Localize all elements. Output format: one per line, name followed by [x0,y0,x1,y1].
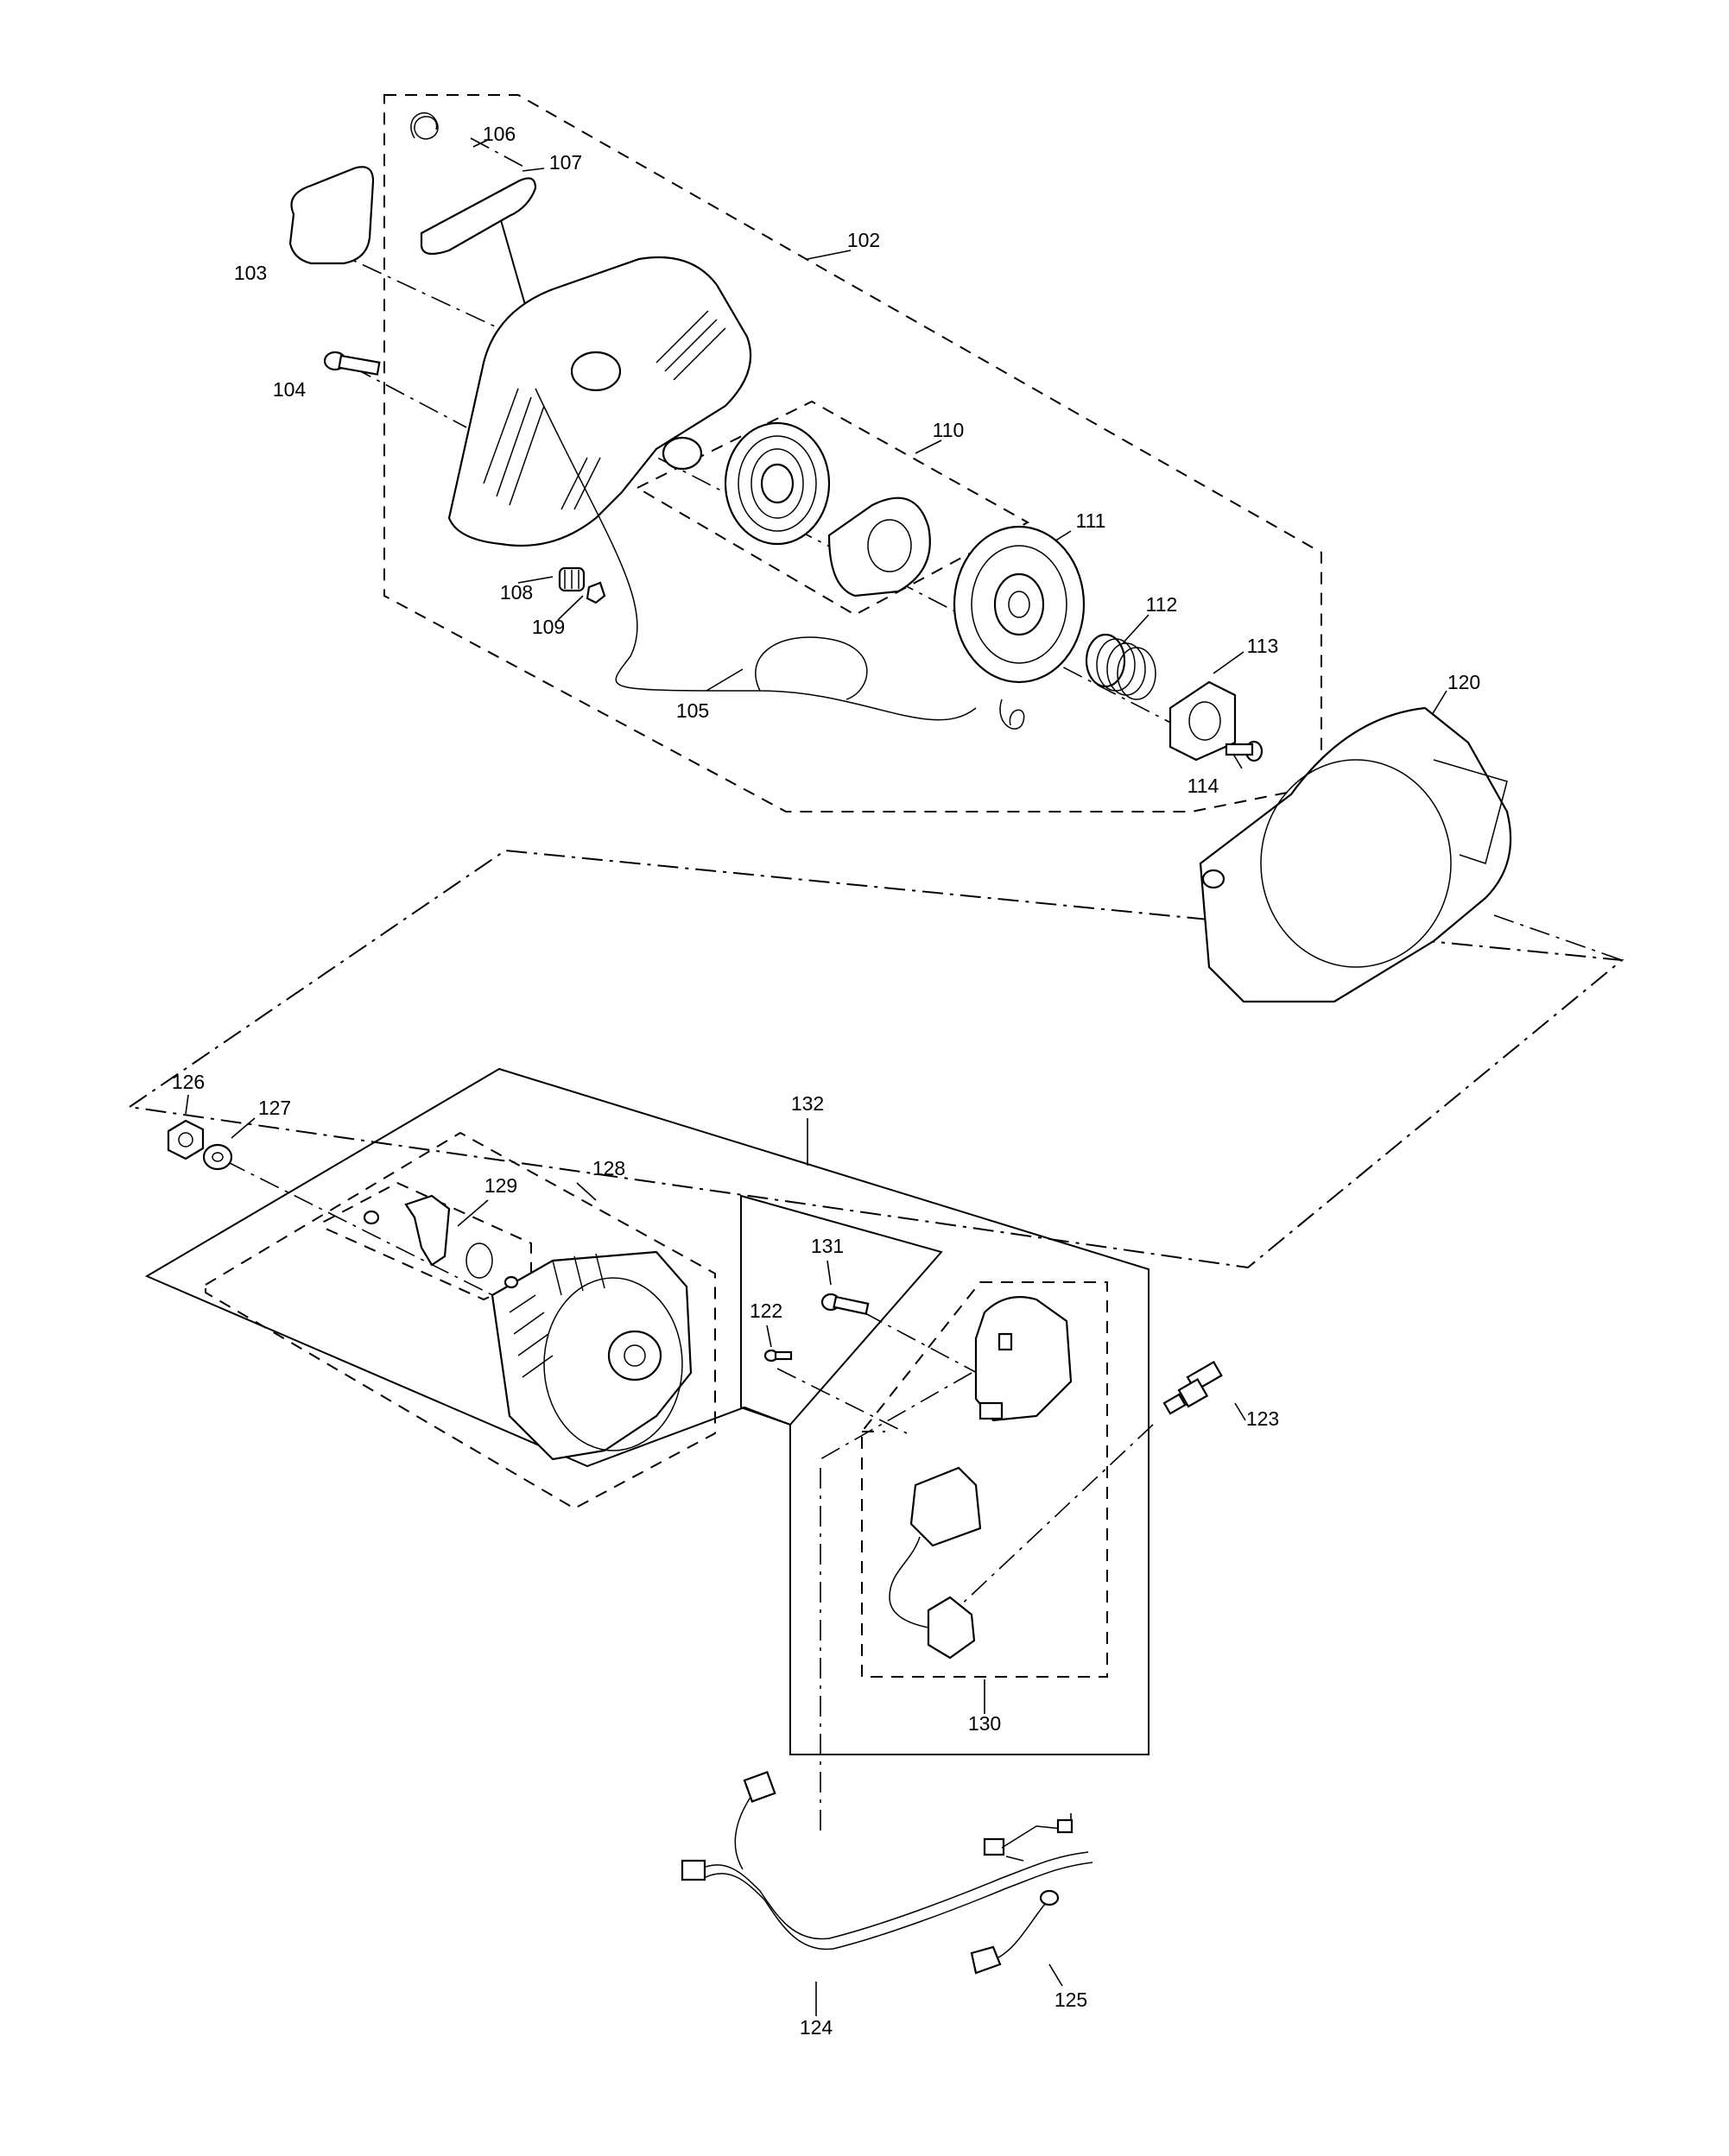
center-axis-120 [1493,914,1623,961]
callout-108: 108 [500,581,533,604]
callout-113: 113 [1247,635,1279,657]
callout-130: 130 [968,1712,1001,1735]
pawl-set-129 [363,1194,519,1289]
callout-112: 112 [1146,593,1178,616]
callout-line-106 [472,139,489,148]
group-130-outline [861,1281,1108,1678]
callout-109: 109 [532,616,565,638]
callout-line-102 [807,250,852,260]
grip-rope-stem [500,219,528,312]
callout-line-109 [557,595,584,621]
recoil-spring-110 [724,421,831,546]
pulley-rope-knot [999,699,1025,730]
axis-plug-123 [940,1424,1154,1624]
callout-line-120 [1431,690,1447,716]
bearing-108 [558,566,586,592]
callout-line-108 [517,576,554,584]
callout-102: 102 [847,229,880,251]
callout-106: 106 [483,123,516,145]
ignition-module-130 [974,1296,1073,1422]
washer-127 [202,1143,233,1171]
callout-132: 132 [791,1092,824,1115]
callout-110: 110 [933,419,965,441]
callout-line-112 [1122,614,1150,644]
callout-120: 120 [1447,671,1480,693]
group-102-outline [383,94,1322,812]
bolt-104 [323,351,381,376]
callout-line-129 [457,1199,489,1227]
group-129-outline [323,1181,532,1301]
callout-124: 124 [800,2016,833,2039]
mounting-envelope-outline [127,849,1624,1269]
starter-housing-102 [447,256,752,547]
ground-lead-125 [970,1889,1060,1975]
housing-boss-lower [662,436,703,471]
callout-103: 103 [234,262,267,284]
housing-fins [483,310,726,510]
callout-105: 105 [676,699,709,722]
callout-line-125 [1048,1963,1063,1987]
flywheel-128 [491,1250,693,1461]
callout-line-126 [185,1094,189,1115]
rope-knot-106 [410,112,439,140]
starter-grip-107 [420,177,537,256]
spring-cover-110 [827,496,931,597]
axis-131 [863,1312,994,1382]
callout-129: 129 [484,1174,517,1197]
fan-housing-lip [1433,759,1508,864]
group-ignition-outline [740,1194,943,1426]
callout-line-131 [826,1260,832,1286]
callout-line-127 [231,1117,256,1139]
spark-plug-123 [1162,1360,1223,1415]
callout-125: 125 [1054,1988,1087,2011]
callout-126: 126 [172,1071,205,1093]
group-128-outline [205,1131,716,1510]
callout-111: 111 [1076,509,1106,532]
group-132-outline [144,1067,1150,1755]
module-switch [998,1332,1013,1351]
housing-boss [570,351,622,392]
nut-126-hole [178,1132,193,1148]
callout-line-110 [915,439,942,454]
wiring-harness-124 [681,1771,1093,1951]
decal-plate-103 [288,166,375,265]
screw-122 [763,1349,793,1363]
callout-line-113 [1213,651,1244,674]
callout-line-107 [522,168,545,172]
callout-123: 123 [1246,1407,1279,1430]
callout-line-123 [1234,1402,1246,1421]
pawl-spring-112 [1085,633,1156,700]
screw-114 [1225,740,1264,762]
fan-housing-opening [1260,759,1452,968]
callout-128: 128 [592,1157,625,1179]
starter-rope-105 [535,388,977,721]
fan-housing-mount-hole [1201,869,1226,889]
ignition-coil-130 [889,1466,982,1660]
callout-114: 114 [1188,775,1219,797]
rope-pulley-111 [953,525,1086,684]
washer-127-hole [212,1152,224,1162]
callout-104: 104 [273,378,307,401]
leader-104 [352,366,467,428]
fan-housing-120 [1199,706,1512,1003]
callout-line-128 [576,1182,597,1201]
spring-cover-hole [867,519,912,572]
callout-line-122 [766,1325,772,1348]
module-terminal [978,1401,1004,1420]
callout-122: 122 [750,1299,782,1322]
callout-107: 107 [549,151,582,174]
callout-131: 131 [811,1235,844,1257]
pulley-cap-113 [1168,680,1237,762]
bolt-131 [820,1293,870,1315]
axis-122 [776,1368,908,1434]
callout-line-105 [706,668,744,692]
callout-127: 127 [258,1097,291,1119]
nut-126 [167,1119,205,1160]
axis-coil-130 [820,1372,972,1460]
clip-109 [586,581,606,604]
